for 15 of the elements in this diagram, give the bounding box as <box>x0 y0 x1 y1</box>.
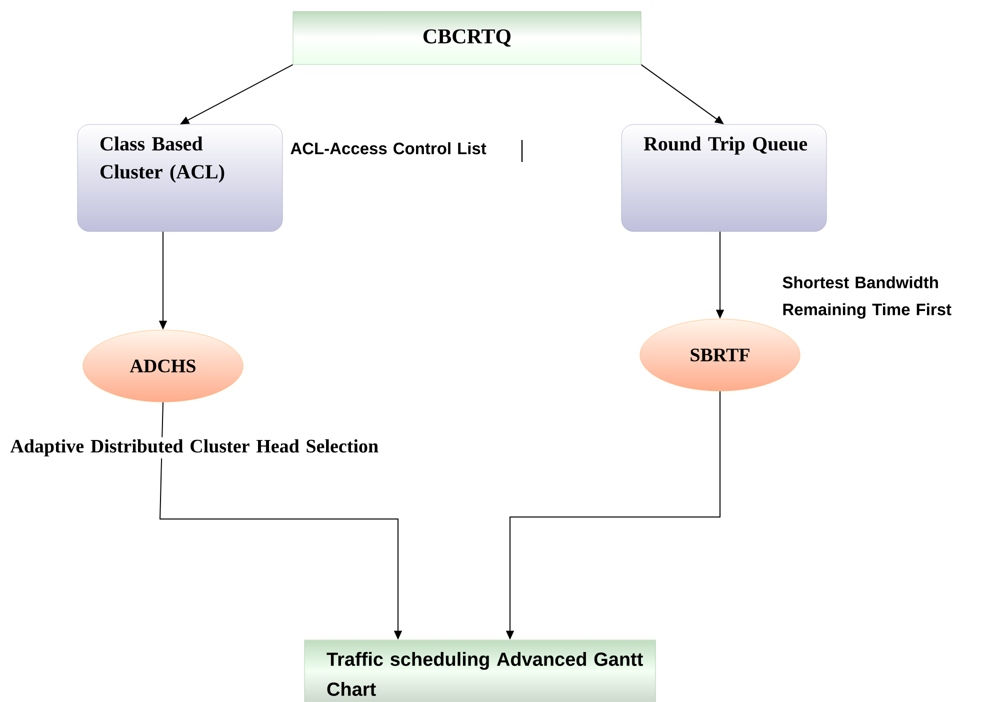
node-text: SBRTF <box>690 348 750 362</box>
node-text: CBCRTQ <box>423 29 511 47</box>
process-box <box>292 11 642 65</box>
node-caption: Adaptive Distributed Cluster Head Selection <box>10 439 378 456</box>
node-caption: Shortest Bandwidth Remaining Time First <box>782 276 952 319</box>
rounded-box <box>77 124 283 232</box>
node-text: Class Based Cluster (ACL) <box>100 136 224 183</box>
ellipse-node <box>640 318 800 392</box>
node-text: Traffic scheduling Advanced Gantt Chart <box>326 652 643 696</box>
node-text: ADCHS <box>130 360 196 372</box>
node-caption: ACL-Access Control List <box>290 142 486 154</box>
ellipse-node <box>82 330 244 402</box>
process-box <box>304 640 656 702</box>
rounded-box <box>621 124 827 232</box>
node-text: Round Trip Queue <box>644 136 808 155</box>
